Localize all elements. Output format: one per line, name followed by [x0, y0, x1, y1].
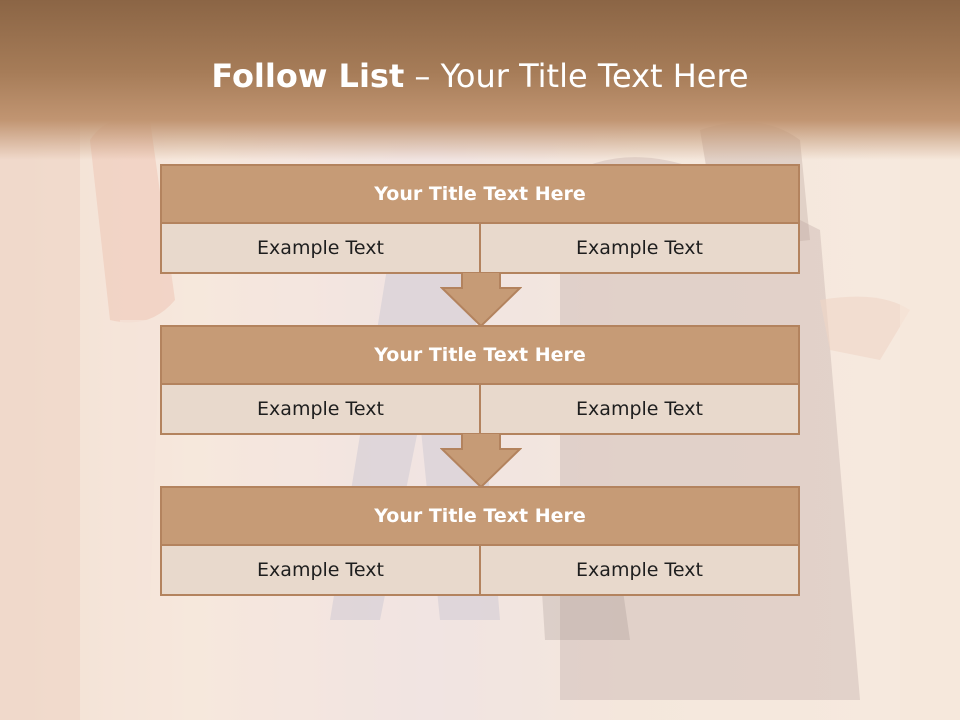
- down-arrow-icon: [440, 272, 522, 328]
- stage-cell-left: Example Text: [257, 237, 384, 259]
- stage-row: Example Text Example Text: [162, 546, 798, 594]
- slide-title: Follow List – Your Title Text Here: [0, 54, 960, 98]
- stage-title: Your Title Text Here: [162, 488, 798, 546]
- stage-row: Example Text Example Text: [162, 385, 798, 433]
- slide-title-bold: Follow List: [211, 57, 405, 95]
- stage-box-3: Your Title Text Here Example Text Exampl…: [160, 486, 800, 596]
- down-arrow-icon: [440, 433, 522, 489]
- stage-title: Your Title Text Here: [162, 166, 798, 224]
- stage-cell-right: Example Text: [479, 385, 798, 433]
- stage-cell-right: Example Text: [479, 224, 798, 272]
- stage-title: Your Title Text Here: [162, 327, 798, 385]
- stage-box-1: Your Title Text Here Example Text Exampl…: [160, 164, 800, 274]
- stage-cell-right: Example Text: [479, 546, 798, 594]
- stage-cell-left: Example Text: [257, 398, 384, 420]
- stage-row: Example Text Example Text: [162, 224, 798, 272]
- stage-box-2: Your Title Text Here Example Text Exampl…: [160, 325, 800, 435]
- slide-title-rest: – Your Title Text Here: [404, 57, 749, 95]
- title-banner: [0, 0, 960, 160]
- stage-cell-left: Example Text: [257, 559, 384, 581]
